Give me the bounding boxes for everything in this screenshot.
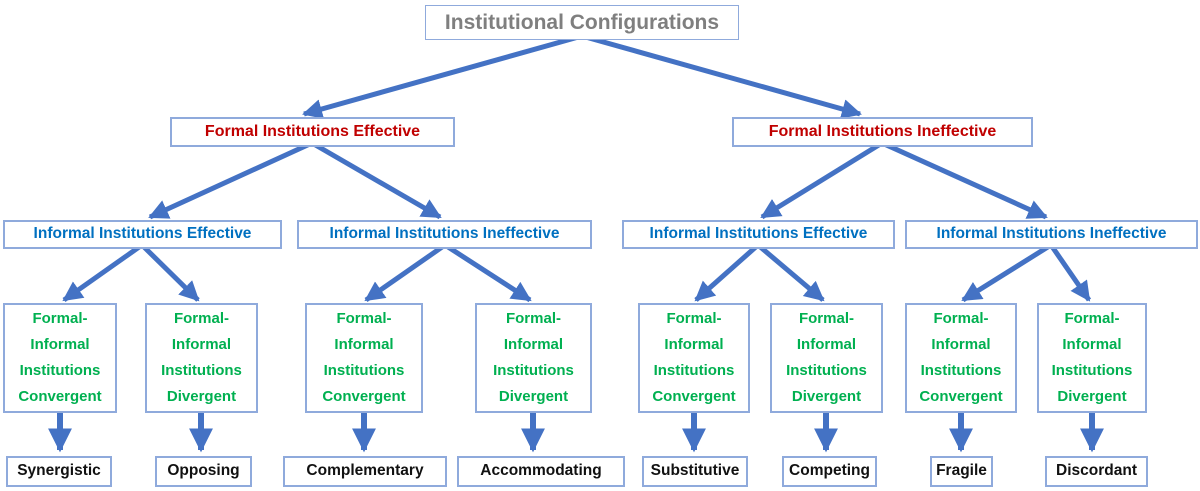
arrow-l3b-to-l4-4 bbox=[443, 242, 532, 303]
outcome-fragile: Fragile bbox=[930, 456, 993, 487]
arrow-l2a-to-l3a bbox=[148, 140, 314, 220]
arrow-l3c-to-l4-5 bbox=[694, 243, 760, 302]
arrow-l3a-to-l4-1 bbox=[62, 242, 144, 303]
arrow-l3a-to-l4-2 bbox=[140, 243, 200, 302]
node-convergent-2: Formal- Informal Institutions Convergent bbox=[305, 303, 423, 413]
node-formal-institutions-ineffective: Formal Institutions Ineffective bbox=[732, 117, 1033, 147]
node-formal-institutions-effective: Formal Institutions Effective bbox=[170, 117, 455, 147]
arrow-l2a-to-l3b bbox=[310, 140, 442, 220]
arrow-l2b-to-l3d bbox=[880, 140, 1048, 220]
node-convergent-1: Formal- Informal Institutions Convergent bbox=[3, 303, 117, 413]
node-informal-institutions-effective-1: Informal Institutions Effective bbox=[3, 220, 282, 249]
arrow-root-to-formal-effective bbox=[302, 33, 583, 119]
arrow-l2b-to-l3c bbox=[760, 140, 884, 220]
node-divergent-2: Formal- Informal Institutions Divergent bbox=[475, 303, 592, 413]
node-institutional-configurations: Institutional Configurations bbox=[425, 5, 739, 40]
arrow-l3d-to-l4-8 bbox=[1048, 243, 1092, 302]
arrow-root-to-formal-ineffective bbox=[581, 33, 862, 119]
outcome-discordant: Discordant bbox=[1045, 456, 1148, 487]
node-convergent-3: Formal- Informal Institutions Convergent bbox=[638, 303, 750, 413]
node-informal-institutions-effective-2: Informal Institutions Effective bbox=[622, 220, 895, 249]
node-informal-institutions-ineffective-2: Informal Institutions Ineffective bbox=[905, 220, 1198, 249]
node-informal-institutions-ineffective-1: Informal Institutions Ineffective bbox=[297, 220, 592, 249]
outcome-synergistic: Synergistic bbox=[6, 456, 112, 487]
arrow-l3d-to-l4-7 bbox=[961, 242, 1053, 303]
arrow-l3c-to-l4-6 bbox=[756, 243, 825, 302]
outcome-substitutive: Substitutive bbox=[642, 456, 748, 487]
arrow-l3b-to-l4-3 bbox=[364, 242, 447, 303]
outcome-complementary: Complementary bbox=[283, 456, 447, 487]
outcome-accommodating: Accommodating bbox=[457, 456, 625, 487]
node-divergent-3: Formal- Informal Institutions Divergent bbox=[770, 303, 883, 413]
node-divergent-1: Formal- Informal Institutions Divergent bbox=[145, 303, 258, 413]
node-divergent-4: Formal- Informal Institutions Divergent bbox=[1037, 303, 1147, 413]
outcome-competing: Competing bbox=[782, 456, 877, 487]
outcome-opposing: Opposing bbox=[155, 456, 252, 487]
node-convergent-4: Formal- Informal Institutions Convergent bbox=[905, 303, 1017, 413]
